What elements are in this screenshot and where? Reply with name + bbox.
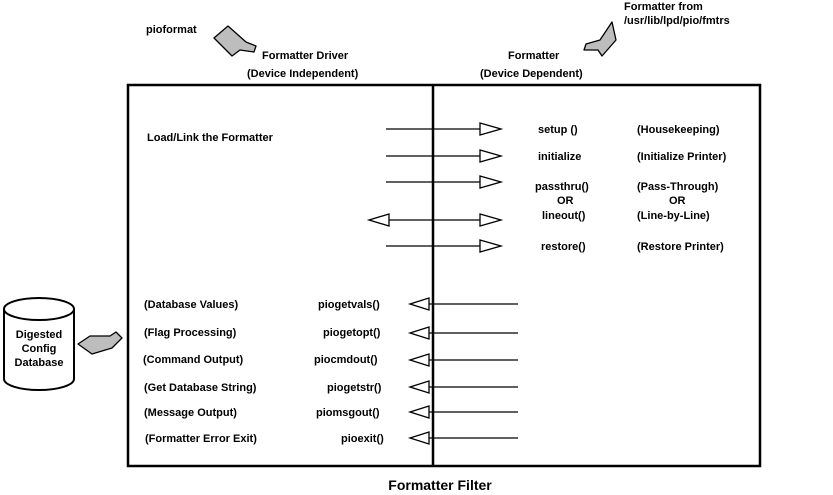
service-desc: (Get Database String) bbox=[144, 382, 257, 394]
routine-or-right: OR bbox=[669, 195, 686, 207]
arrow-piogetvals bbox=[407, 297, 518, 311]
arrow-initialize bbox=[386, 149, 504, 163]
arrow-piogetstr bbox=[407, 380, 518, 394]
hand-pointer-icon-database bbox=[77, 331, 123, 355]
routine-name: restore() bbox=[541, 241, 586, 253]
hand-pointer-icon-pioformat bbox=[213, 25, 257, 57]
service-name: piogetstr() bbox=[327, 382, 382, 394]
routine-name: setup () bbox=[538, 124, 578, 136]
routine-desc: (Initialize Printer) bbox=[637, 151, 727, 163]
arrow-passthru bbox=[386, 175, 504, 189]
arrow-piocmdout bbox=[407, 353, 518, 367]
formatter-path-label: /usr/lib/lpd/pio/fmtrs bbox=[624, 15, 730, 27]
database-label-line2: Config bbox=[22, 343, 57, 355]
routine-desc: (Line-by-Line) bbox=[637, 210, 710, 222]
hand-pointer-icon-formatter bbox=[583, 21, 617, 57]
arrow-restore bbox=[386, 239, 504, 253]
load-link-label: Load/Link the Formatter bbox=[147, 132, 274, 144]
service-name: piogetopt() bbox=[323, 327, 381, 339]
formatter-header-title: Formatter bbox=[508, 50, 560, 62]
service-desc: (Database Values) bbox=[144, 299, 238, 311]
database-cylinder-icon bbox=[3, 297, 75, 391]
database-label-line3: Database bbox=[15, 357, 64, 369]
driver-header-subtitle: (Device Independent) bbox=[247, 68, 359, 80]
routine-name: passthru() bbox=[535, 181, 589, 193]
pioformat-label: pioformat bbox=[146, 24, 197, 36]
service-desc: (Message Output) bbox=[144, 407, 237, 419]
routine-desc: (Housekeeping) bbox=[637, 124, 720, 136]
routine-name: lineout() bbox=[542, 210, 586, 222]
service-desc: (Formatter Error Exit) bbox=[145, 433, 257, 445]
service-name: pioexit() bbox=[341, 433, 384, 445]
service-desc: (Command Output) bbox=[143, 354, 244, 366]
arrow-setup bbox=[386, 122, 504, 136]
formatter-header-subtitle: (Device Dependent) bbox=[480, 68, 583, 80]
formatter-from-label: Formatter from bbox=[624, 1, 703, 13]
service-name: piocmdout() bbox=[314, 354, 378, 366]
arrow-piogetopt bbox=[407, 326, 518, 340]
arrow-piomsgout bbox=[407, 405, 518, 419]
service-name: piomsgout() bbox=[316, 407, 380, 419]
routine-name: initialize bbox=[538, 151, 581, 163]
service-name: piogetvals() bbox=[318, 299, 380, 311]
driver-header-title: Formatter Driver bbox=[262, 50, 349, 62]
database-label-line1: Digested bbox=[16, 329, 62, 341]
arrow-pioexit bbox=[407, 431, 518, 445]
arrow-lineout-bidirectional bbox=[366, 213, 504, 227]
formatter-filter-frame bbox=[126, 83, 762, 468]
formatter-filter-caption: Formatter Filter bbox=[388, 477, 492, 493]
routine-desc: (Restore Printer) bbox=[637, 241, 724, 253]
service-desc: (Flag Processing) bbox=[144, 327, 237, 339]
routine-desc: (Pass-Through) bbox=[637, 181, 719, 193]
routine-or-left: OR bbox=[557, 195, 574, 207]
